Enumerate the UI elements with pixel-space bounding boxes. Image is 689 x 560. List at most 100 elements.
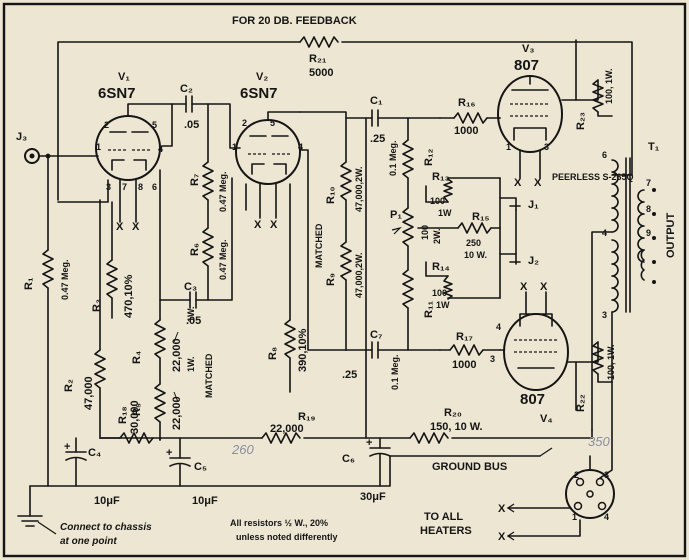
r23-value: 100, 1W. (604, 68, 614, 104)
v4-label: V₄ (540, 413, 553, 425)
svg-text:4: 4 (298, 142, 303, 152)
j1-label: J₁ (528, 199, 539, 211)
r15-label: R₁₅ (472, 211, 490, 223)
svg-text:4: 4 (496, 322, 501, 332)
svg-text:3: 3 (490, 354, 495, 364)
r13-label: R₁₃ (432, 171, 450, 183)
svg-text:2: 2 (242, 118, 247, 128)
r4-rating: 1W. (186, 306, 196, 322)
r5-label: R₅ (131, 403, 143, 416)
r14-label: R₁₄ (432, 261, 450, 273)
c3-label: C₃ (184, 281, 197, 293)
svg-text:2: 2 (104, 120, 109, 130)
r3-value: 470,10% (123, 274, 135, 318)
r20-value: 150, 10 W. (430, 421, 483, 433)
r21-label: R₂₁ (309, 53, 327, 65)
v3-type: 807 (514, 57, 539, 74)
c7-label: C₇ (370, 329, 382, 341)
svg-text:1: 1 (506, 142, 511, 152)
r3-label: R₃ (91, 299, 103, 312)
heater-x-bottom: X (498, 531, 506, 543)
svg-text:X: X (540, 281, 548, 293)
r1-label: R₁ (23, 277, 35, 290)
v3-label: V₃ (522, 43, 534, 55)
r7-value: 0.47 Meg. (218, 171, 228, 212)
input-stage: J₃ R₁ 0.47 Meg. (16, 131, 99, 487)
svg-text:X: X (116, 221, 124, 233)
r3: R₃ 470,10% (91, 201, 135, 319)
r12-value: 0.1 Meg. (388, 140, 398, 176)
r17-value: 1000 (452, 359, 476, 371)
r4-label: R₄ (131, 351, 143, 364)
svg-text:2: 2 (574, 470, 579, 480)
r2-label: R₂ (63, 379, 75, 392)
feedback-title: FOR 20 DB. FEEDBACK (232, 15, 357, 27)
svg-text:3: 3 (544, 142, 549, 152)
v1-label: V₁ (118, 71, 130, 83)
r16-label: R₁₆ (458, 97, 476, 109)
r6-label: R₆ (189, 243, 201, 256)
t1-model: PEERLESS S-265Q (552, 172, 634, 182)
j3-label: J₃ (16, 131, 27, 143)
svg-text:1: 1 (232, 142, 237, 152)
chassis-note-line2: at one point (60, 536, 117, 547)
r19-value: 22,000 (270, 423, 304, 435)
r11-label: R₁₁ (423, 301, 435, 318)
r6-value: 0.47 Meg. (218, 239, 228, 280)
v4-type: 807 (520, 391, 545, 408)
svg-text:4: 4 (158, 144, 163, 154)
c4-value: 10μF (94, 495, 120, 507)
svg-text:8: 8 (138, 182, 143, 192)
svg-text:X: X (534, 177, 542, 189)
r4-r5: R₄ 22,000 1W. R₅ 22,000 1W. MATCHED (131, 169, 214, 441)
svg-text:+: + (166, 447, 172, 459)
v2-type: 6SN7 (240, 85, 278, 102)
resistor-note-line2: unless noted differently (236, 532, 338, 542)
p1-value: 100 (420, 225, 430, 240)
r11-value: 0.1 Meg. (390, 354, 400, 390)
r9-label: R₉ (325, 273, 337, 286)
svg-text:9: 9 (646, 228, 651, 238)
r2-value: 47,000 (83, 376, 95, 410)
c1: C₁ .25 (345, 95, 441, 145)
p1-rating: 2W. (432, 228, 442, 244)
svg-text:1: 1 (96, 142, 101, 152)
r19-label: R₁₉ (298, 411, 315, 423)
r13-rating: 1W (438, 208, 452, 218)
svg-text:7: 7 (122, 182, 127, 192)
output-label: OUTPUT (665, 213, 677, 259)
r8-label: R₈ (267, 347, 279, 360)
jack-j2: J₂ (499, 253, 539, 267)
r1-value: 0.47 Meg. (60, 259, 70, 300)
r15-rating: 10 W. (464, 250, 487, 260)
svg-text:X: X (132, 221, 140, 233)
c6-value: 30μF (360, 491, 386, 503)
feedback-loop: FOR 20 DB. FEEDBACK R₂₁ 5000 (57, 15, 633, 201)
svg-text:3: 3 (604, 470, 609, 480)
c2: C₂ .05 (171, 83, 241, 149)
r10-value: 47,000,2W. (354, 166, 364, 212)
voltage-260: 260 (231, 442, 254, 457)
svg-text:4: 4 (602, 228, 607, 238)
svg-text:7: 7 (646, 178, 651, 188)
voltage-350: 350 (588, 434, 610, 449)
c5-label: C₅ (194, 461, 207, 473)
r17-label: R₁₇ (456, 331, 473, 343)
c7-value: .25 (342, 369, 357, 381)
r10-r9: R₁₀ 47,000,2W. R₉ 47,000,2W. MATCHED (299, 111, 364, 351)
output-transformer: T₁ PEERLESS S-265Q OUTPUT 64 37 89 (552, 141, 677, 431)
r20-label: R₂₀ (444, 407, 462, 419)
svg-text:1: 1 (572, 512, 577, 522)
c7: C₇ .25 (342, 329, 441, 381)
r22-label: R₂₂ (575, 394, 587, 412)
r18-label: R₁₈ (117, 406, 129, 424)
ground-bus-label: GROUND BUS (432, 461, 507, 473)
r7-r6: R₇ 0.47 Meg. R₆ 0.47 Meg. (189, 103, 228, 301)
r8: R₈ 390,10% (267, 183, 309, 393)
c1-value: .25 (370, 133, 385, 145)
